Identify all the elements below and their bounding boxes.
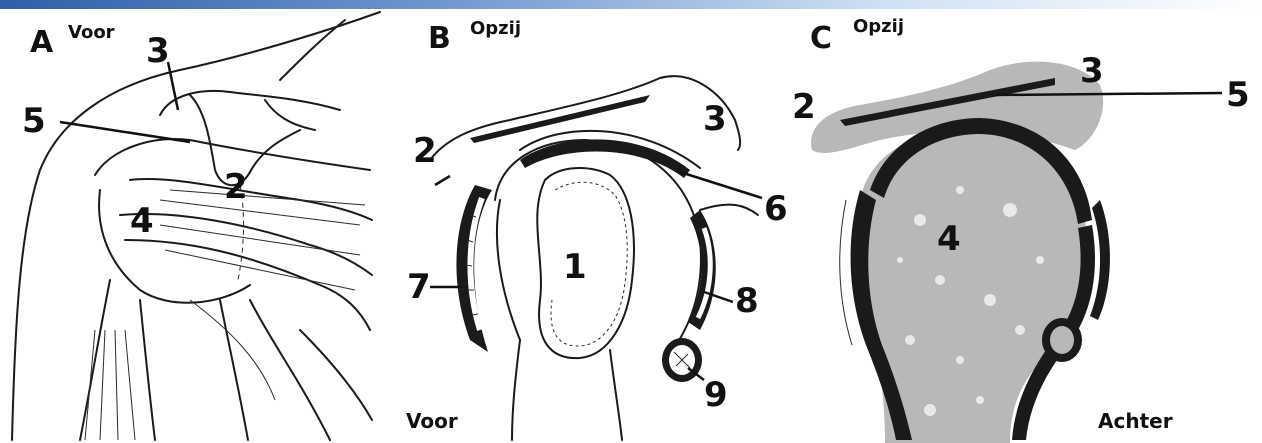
panel-b-label-2: 2: [413, 131, 437, 171]
panel-a-letter: A: [30, 25, 54, 60]
panel-a-label-4: 4: [130, 201, 154, 241]
panel-c-letter: C: [810, 21, 832, 56]
panel-b-label-8: 8: [735, 281, 759, 321]
panel-b-leader-6: [680, 172, 762, 198]
panel-c-label-5: 5: [1226, 75, 1250, 115]
panel-b-label-3: 3: [703, 99, 727, 139]
panel-c-label-4: 4: [937, 219, 961, 259]
panel-c-caption: Achter: [1098, 409, 1173, 433]
panel-b-label-6: 6: [764, 189, 788, 229]
panel-b-caption: Voor: [406, 409, 458, 433]
panel-b: B Opzij: [406, 18, 788, 440]
panel-a: A Voor: [12, 12, 380, 440]
panel-c: C Opzij: [792, 16, 1250, 443]
panel-b-leader-2: [435, 176, 450, 185]
panel-a-label-2: 2: [224, 167, 248, 207]
panel-b-label-7: 7: [407, 267, 431, 307]
panel-c-title: Opzij: [853, 16, 904, 37]
panel-c-label-3: 3: [1080, 51, 1104, 91]
panel-c-label-2: 2: [792, 87, 816, 127]
panel-a-label-5: 5: [22, 101, 46, 141]
panel-a-title: Voor: [68, 22, 115, 43]
panel-a-shoulder-drawing: [12, 12, 380, 440]
panel-b-label-9: 9: [704, 375, 728, 415]
panel-b-label-1: 1: [563, 247, 587, 287]
panel-a-label-3: 3: [146, 31, 170, 71]
panel-b-title: Opzij: [470, 18, 521, 39]
panel-a-leader-5: [60, 122, 190, 142]
panel-b-letter: B: [428, 21, 451, 56]
